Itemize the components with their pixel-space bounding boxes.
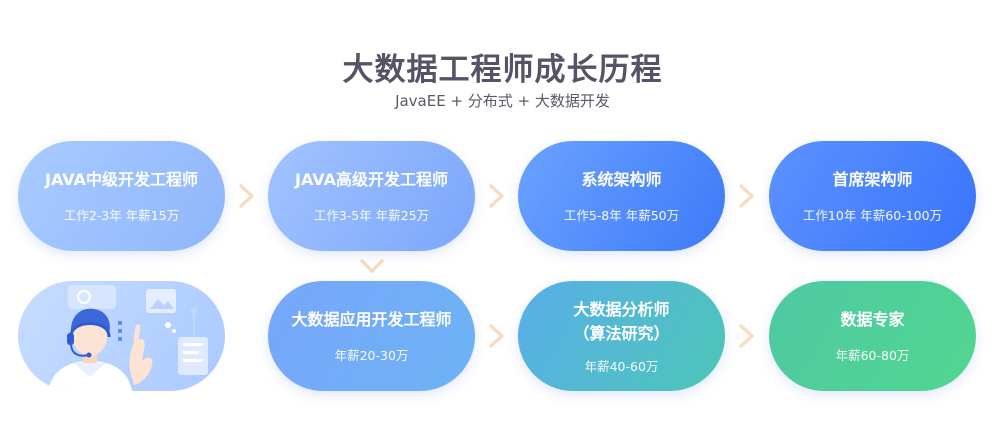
stage-detail: 工作2-3年 年薪15万 [63,207,180,223]
developer-illustration [18,281,225,391]
stage-name: 数据专家 [840,309,905,329]
stage-bigdata-app-developer: 大数据应用开发工程师 年薪20-30万 [268,281,475,391]
stage-name: 系统架构师 [581,169,662,189]
stage-chief-architect: 首席架构师 工作10年 年薪60-100万 [769,141,976,251]
chevron-right-icon [739,324,754,348]
stage-system-architect: 系统架构师 工作5-8年 年薪50万 [518,141,725,251]
stage-name: 大数据应用开发工程师 [291,309,452,329]
chevron-right-icon [239,184,254,208]
stage-java-mid-developer: JAVA中级开发工程师 工作2-3年 年薪15万 [18,141,225,251]
chevron-right-icon [739,184,754,208]
chevron-down-icon [360,259,384,273]
chevron-right-icon [489,324,504,348]
page-subtitle: JavaEE + 分布式 + 大数据开发 [395,92,610,110]
stage-detail: 工作3-5年 年薪25万 [313,207,430,223]
stage-detail: 年薪40-60万 [584,358,659,374]
chevron-right-icon [489,184,504,208]
stage-detail: 年薪20-30万 [334,347,409,363]
developer-with-headset-icon [48,285,208,391]
stage-data-expert: 数据专家 年薪60-80万 [769,281,976,391]
stage-name: 大数据分析师 [573,299,670,319]
page-title: 大数据工程师成长历程 [342,52,663,88]
stage-name: JAVA中级开发工程师 [45,169,198,189]
stage-name: JAVA高级开发工程师 [295,169,448,189]
stage-name-note: （算法研究） [573,323,670,343]
stage-detail: 工作5-8年 年薪50万 [563,207,680,223]
stage-bigdata-analyst: 大数据分析师 （算法研究） 年薪40-60万 [518,281,725,391]
stage-detail: 工作10年 年薪60-100万 [802,207,943,223]
stage-detail: 年薪60-80万 [835,347,910,363]
stage-java-senior-developer: JAVA高级开发工程师 工作3-5年 年薪25万 [268,141,475,251]
stage-name: 首席架构师 [832,169,913,189]
